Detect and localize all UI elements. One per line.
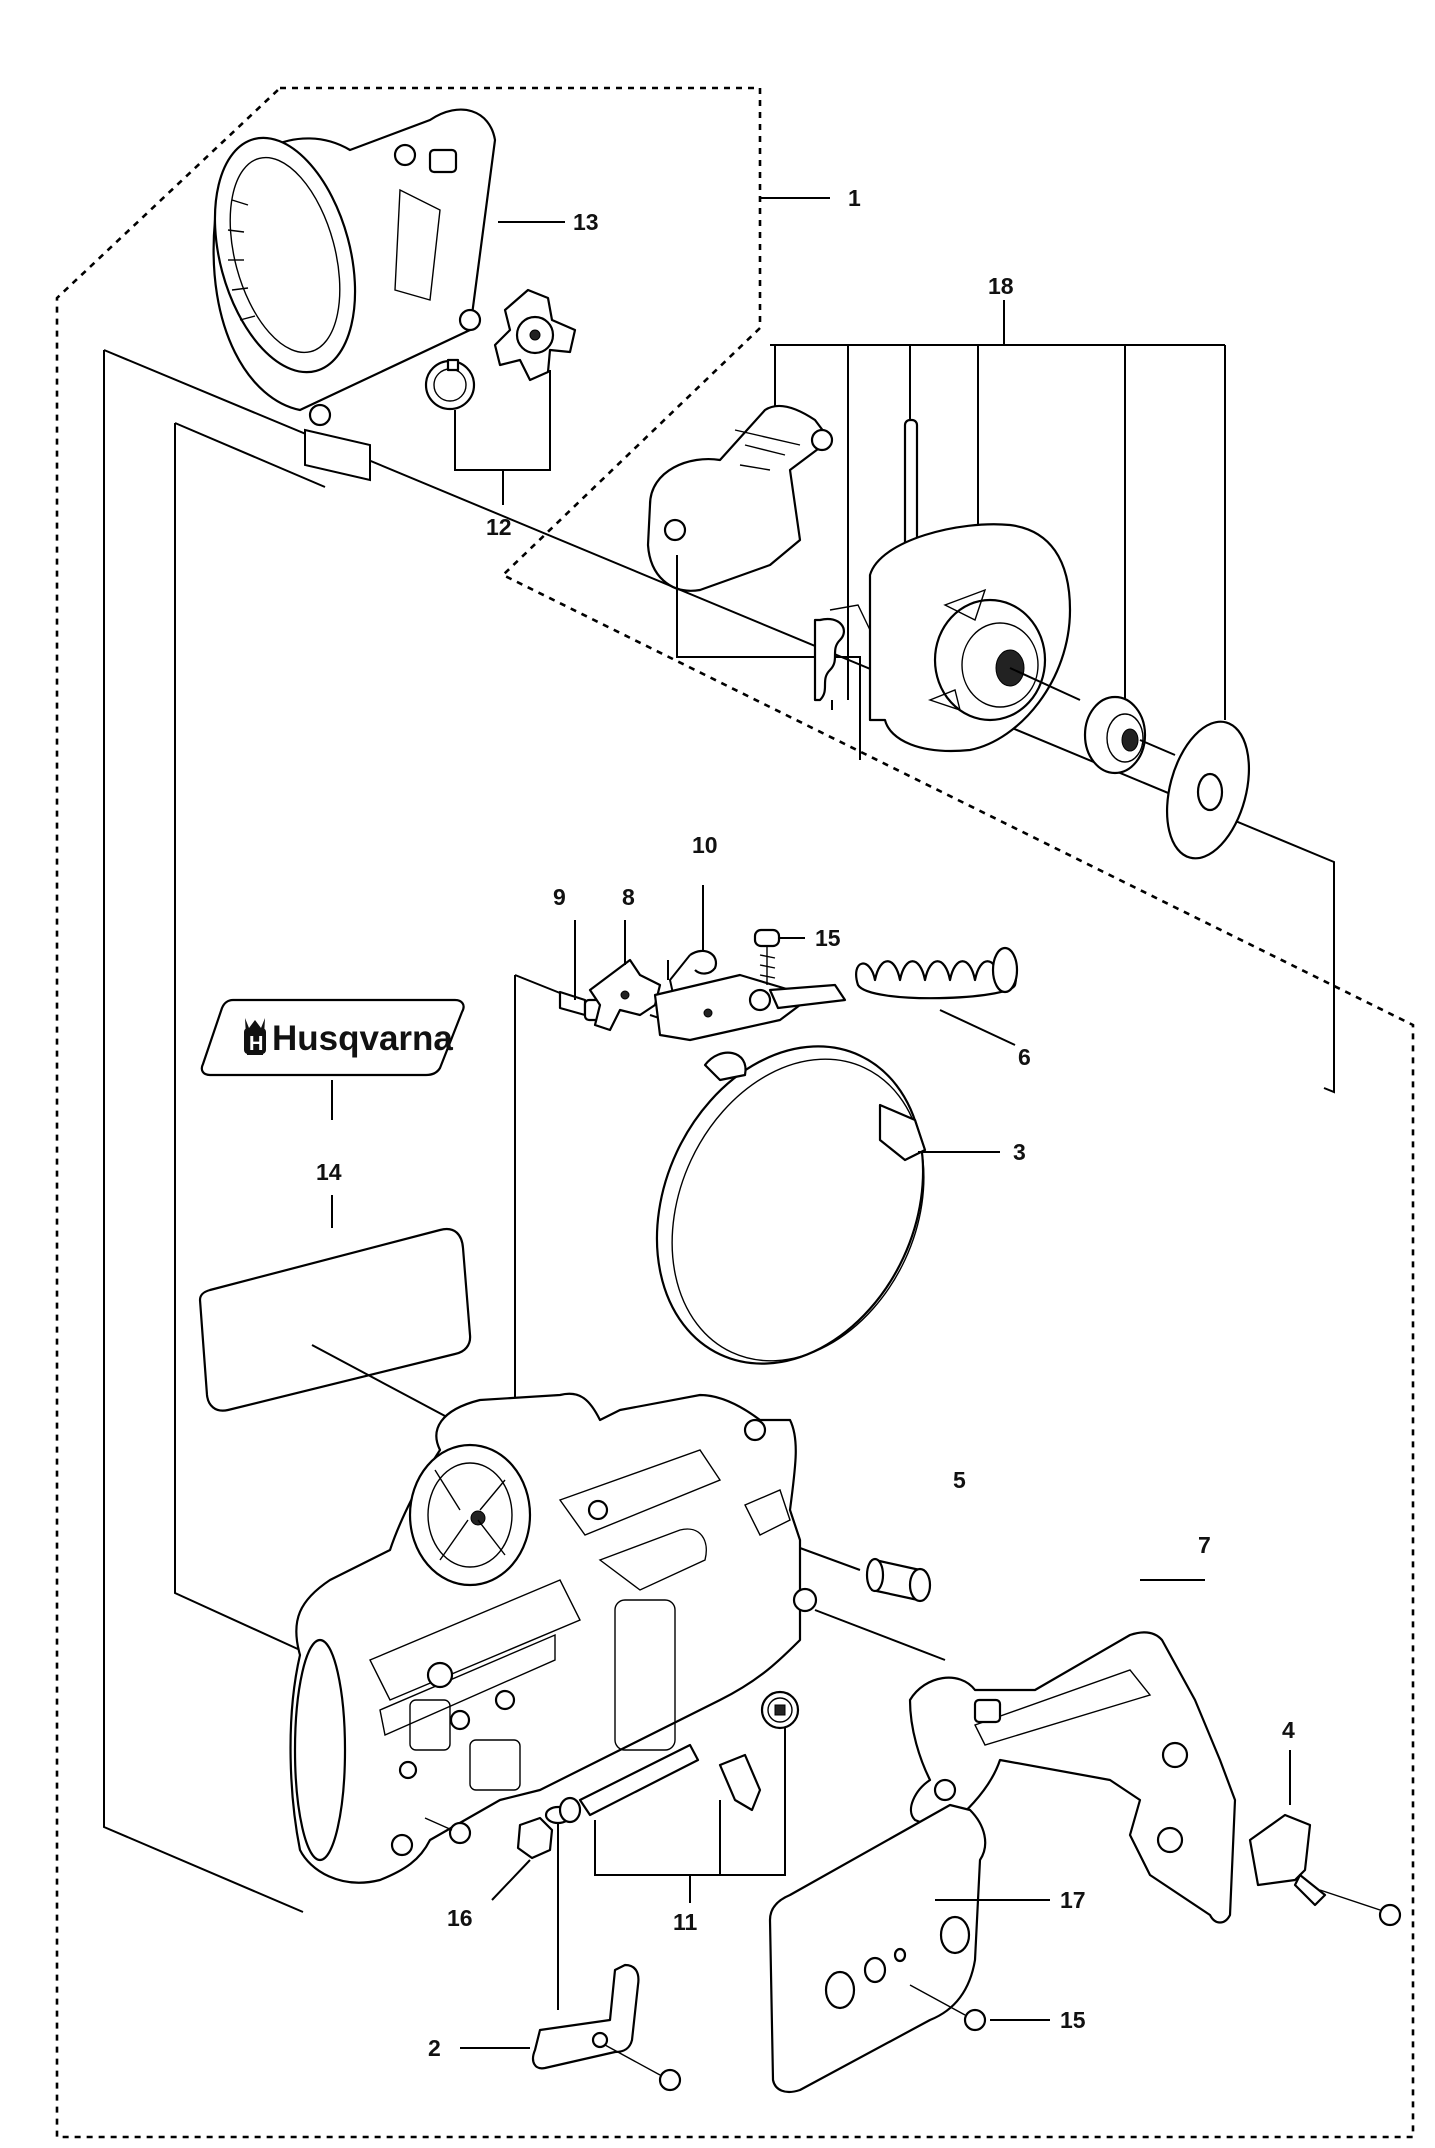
callout-12: 12 xyxy=(486,514,512,540)
brake-spring-small xyxy=(813,604,871,702)
callout-8: 8 xyxy=(622,884,635,910)
adjuster-nut xyxy=(718,1753,762,1812)
callout-14: 14 xyxy=(316,1159,342,1185)
cover-outline-outer xyxy=(103,350,304,1913)
callout-18: 18 xyxy=(988,273,1014,299)
svg-text:H: H xyxy=(249,1033,263,1055)
callout-4: 4 xyxy=(1282,1717,1295,1743)
callout-3: 3 xyxy=(1013,1139,1026,1165)
guide-plate-17 xyxy=(768,1803,987,2094)
callout-2: 2 xyxy=(428,2035,441,2061)
shaft-rod xyxy=(768,983,847,1010)
assembly-boundary-dashed xyxy=(55,86,1415,2139)
brake-lever-bracket xyxy=(646,404,834,592)
brake-drum-housing xyxy=(868,523,1072,752)
screw-15-lower xyxy=(909,1984,987,2032)
husqvarna-crown-icon: H xyxy=(244,1018,266,1055)
callout-7: 7 xyxy=(1198,1532,1211,1558)
small-block-16 xyxy=(516,1816,554,1860)
screw-catcher xyxy=(604,2044,682,2092)
screw-15-upper xyxy=(753,928,781,985)
bumper-4 xyxy=(1248,1813,1327,1907)
tensioner-star-knob xyxy=(493,288,577,382)
husqvarna-logo-decal: H Husqvarna xyxy=(200,998,465,1077)
callout-9: 9 xyxy=(553,884,566,910)
brake-lever-8 xyxy=(588,958,662,1032)
brake-band-3 xyxy=(655,1045,927,1365)
compression-spring-6 xyxy=(855,946,1019,1000)
screw-cover-left xyxy=(424,1817,472,1845)
callout-17: 17 xyxy=(1060,1887,1086,1913)
e-clip-10 xyxy=(689,949,718,975)
callout-6: 6 xyxy=(1018,1044,1031,1070)
screw-bumper xyxy=(1319,1889,1402,1927)
callout-5: 5 xyxy=(953,1467,966,1493)
callout-1: 1 xyxy=(848,185,861,211)
callout-labels: 1 2 3 4 5 6 7 8 9 10 11 12 13 14 15 15 1… xyxy=(316,185,1295,2061)
brand-text: Husqvarna xyxy=(272,1019,453,1058)
blank-decal-label xyxy=(198,1227,472,1412)
cover-outline-inner xyxy=(174,423,301,1651)
drum-nut xyxy=(1083,695,1147,775)
link-arm xyxy=(653,973,802,1042)
chain-guard-7 xyxy=(908,1631,1237,1924)
clutch-cover-housing xyxy=(212,108,497,427)
chain-catcher-2 xyxy=(531,1963,640,2070)
drum-washer xyxy=(1165,720,1251,860)
callout-11: 11 xyxy=(673,1909,698,1935)
adjuster-small-gear xyxy=(760,1690,800,1730)
callout-15-lower: 15 xyxy=(1060,2007,1086,2033)
cover-outline-top xyxy=(103,349,1335,1094)
sleeve-5 xyxy=(865,1557,932,1603)
clutch-cover-main xyxy=(289,1392,818,1884)
callout-10: 10 xyxy=(692,832,718,858)
cover-shadow-plate xyxy=(304,428,371,482)
callout-13: 13 xyxy=(573,209,599,235)
callout-16: 16 xyxy=(447,1905,473,1931)
callout-15-upper: 15 xyxy=(815,925,841,951)
cover-rib-marks xyxy=(227,199,256,321)
tensioner-small-gear xyxy=(424,358,476,411)
